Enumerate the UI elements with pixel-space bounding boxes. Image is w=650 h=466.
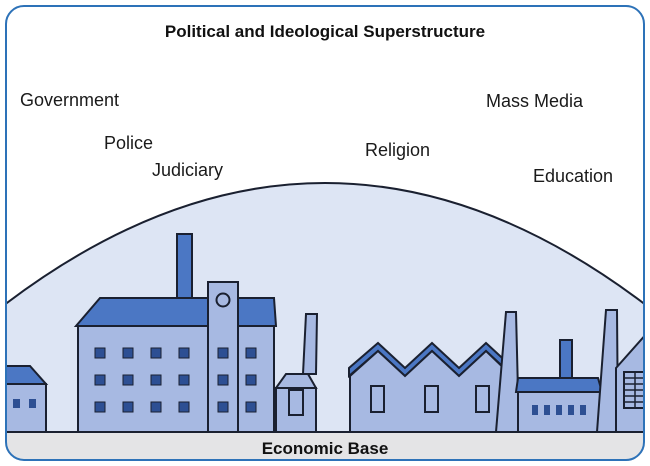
diagram-title: Political and Ideological Superstructure: [164, 22, 486, 41]
factory-main: [73, 281, 278, 433]
label-education: Education: [533, 166, 614, 186]
label-mass-media: Mass Media: [486, 91, 584, 111]
shed-building: [514, 339, 604, 433]
label-religion: Religion: [365, 140, 431, 160]
label-government: Government: [20, 90, 120, 110]
building-right-edge: [615, 330, 644, 433]
label-judiciary: Judiciary: [152, 160, 224, 180]
sawtooth-factory: [348, 341, 514, 433]
factory-annex: [274, 313, 319, 433]
economic-base-label: Economic Base: [261, 439, 389, 458]
economic-base-strip: [6, 431, 644, 460]
factory-windows: [94, 347, 257, 413]
frame-border: [5, 5, 645, 461]
factory-chimney: [176, 233, 193, 307]
label-police: Police: [104, 133, 154, 153]
